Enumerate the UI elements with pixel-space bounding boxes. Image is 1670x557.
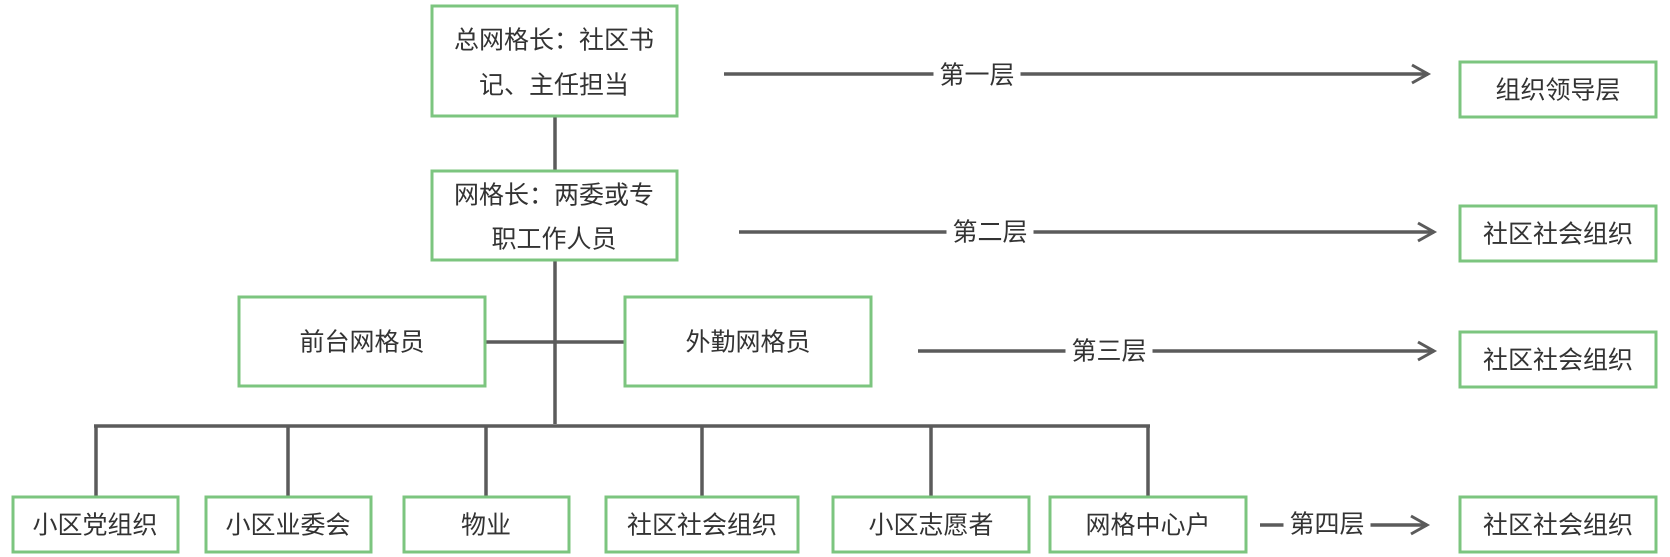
level-label-background <box>1283 509 1371 539</box>
bottom-node-3-box <box>402 495 571 554</box>
bottom-node-5: 小区志愿者 <box>831 495 1031 554</box>
level-3-target: 社区社会组织 <box>1458 330 1658 389</box>
bottom-node-1: 小区党组织 <box>11 495 180 554</box>
second-node: 网格长：两委或专 职工作人员 <box>430 169 679 262</box>
level-2-label: 第二层 <box>952 218 1027 247</box>
level-4-arrowhead-icon <box>1410 514 1431 536</box>
top-node-box <box>430 4 679 118</box>
bottom-node-5-label: 小区志愿者 <box>868 511 993 540</box>
level-2-target-box <box>1458 204 1658 263</box>
bottom-node-2-box <box>204 495 373 554</box>
third-left-node: 前台网格员 <box>237 295 487 388</box>
bottom-node-4-label: 社区社会组织 <box>627 511 777 540</box>
level-1-target-box <box>1458 60 1658 119</box>
bottom-node-1-label: 小区党组织 <box>32 511 157 540</box>
level-4-target-label: 社区社会组织 <box>1483 511 1633 540</box>
bottom-node-4: 社区社会组织 <box>604 495 800 554</box>
bottom-node-3-label: 物业 <box>461 511 511 540</box>
third-right-node-box <box>623 295 873 388</box>
level-3-arrow: 第三层 <box>918 336 1438 366</box>
bottom-node-2: 小区业委会 <box>204 495 373 554</box>
level-3-label: 第三层 <box>1071 337 1146 366</box>
level-2-arrow: 第二层 <box>739 217 1438 247</box>
level-4-target-box <box>1458 495 1658 554</box>
bottom-node-5-box <box>831 495 1031 554</box>
level-2-target-label: 社区社会组织 <box>1483 220 1633 249</box>
level-1-label: 第一层 <box>939 61 1014 90</box>
level-label-background <box>946 217 1034 247</box>
level-3-target-label: 社区社会组织 <box>1483 346 1633 375</box>
bottom-node-1-box <box>11 495 180 554</box>
level-4-arrow: 第四层 <box>1260 509 1431 539</box>
top-node: 总网格长：社区书 记、主任担当 <box>430 4 679 118</box>
connectors <box>94 117 1150 497</box>
top-node-line-1: 总网格长：社区书 <box>454 26 654 55</box>
level-label-background <box>933 60 1021 90</box>
level-3-target-box <box>1458 330 1658 389</box>
level-1-arrowhead-icon <box>1411 63 1432 85</box>
level-1-arrow: 第一层 <box>724 60 1432 90</box>
bottom-node-6-label: 网格中心户 <box>1085 511 1210 540</box>
second-node-box <box>430 169 679 262</box>
bottom-node-6-box <box>1048 495 1248 554</box>
level-4-target: 社区社会组织 <box>1458 495 1658 554</box>
third-right-node-label: 外勤网格员 <box>685 328 810 357</box>
bottom-node-2-label: 小区业委会 <box>225 511 350 540</box>
bottom-node-4-box <box>604 495 800 554</box>
level-1-target: 组织领导层 <box>1458 60 1658 119</box>
level-1-target-label: 组织领导层 <box>1495 76 1620 105</box>
level-label-background <box>1065 336 1153 366</box>
bottom-node-6: 网格中心户 <box>1048 495 1248 554</box>
level-2-arrowhead-icon <box>1417 221 1438 243</box>
third-right-node: 外勤网格员 <box>623 295 873 388</box>
level-4-label: 第四层 <box>1289 510 1364 539</box>
bottom-node-3: 物业 <box>402 495 571 554</box>
level-2-target: 社区社会组织 <box>1458 204 1658 263</box>
top-node-line-2: 记、主任担当 <box>479 71 629 100</box>
level-3-arrowhead-icon <box>1417 340 1438 362</box>
third-left-node-label: 前台网格员 <box>299 328 424 357</box>
second-node-line-1: 网格长：两委或专 <box>454 181 654 210</box>
third-left-node-box <box>237 295 487 388</box>
second-node-line-2: 职工作人员 <box>491 225 616 254</box>
